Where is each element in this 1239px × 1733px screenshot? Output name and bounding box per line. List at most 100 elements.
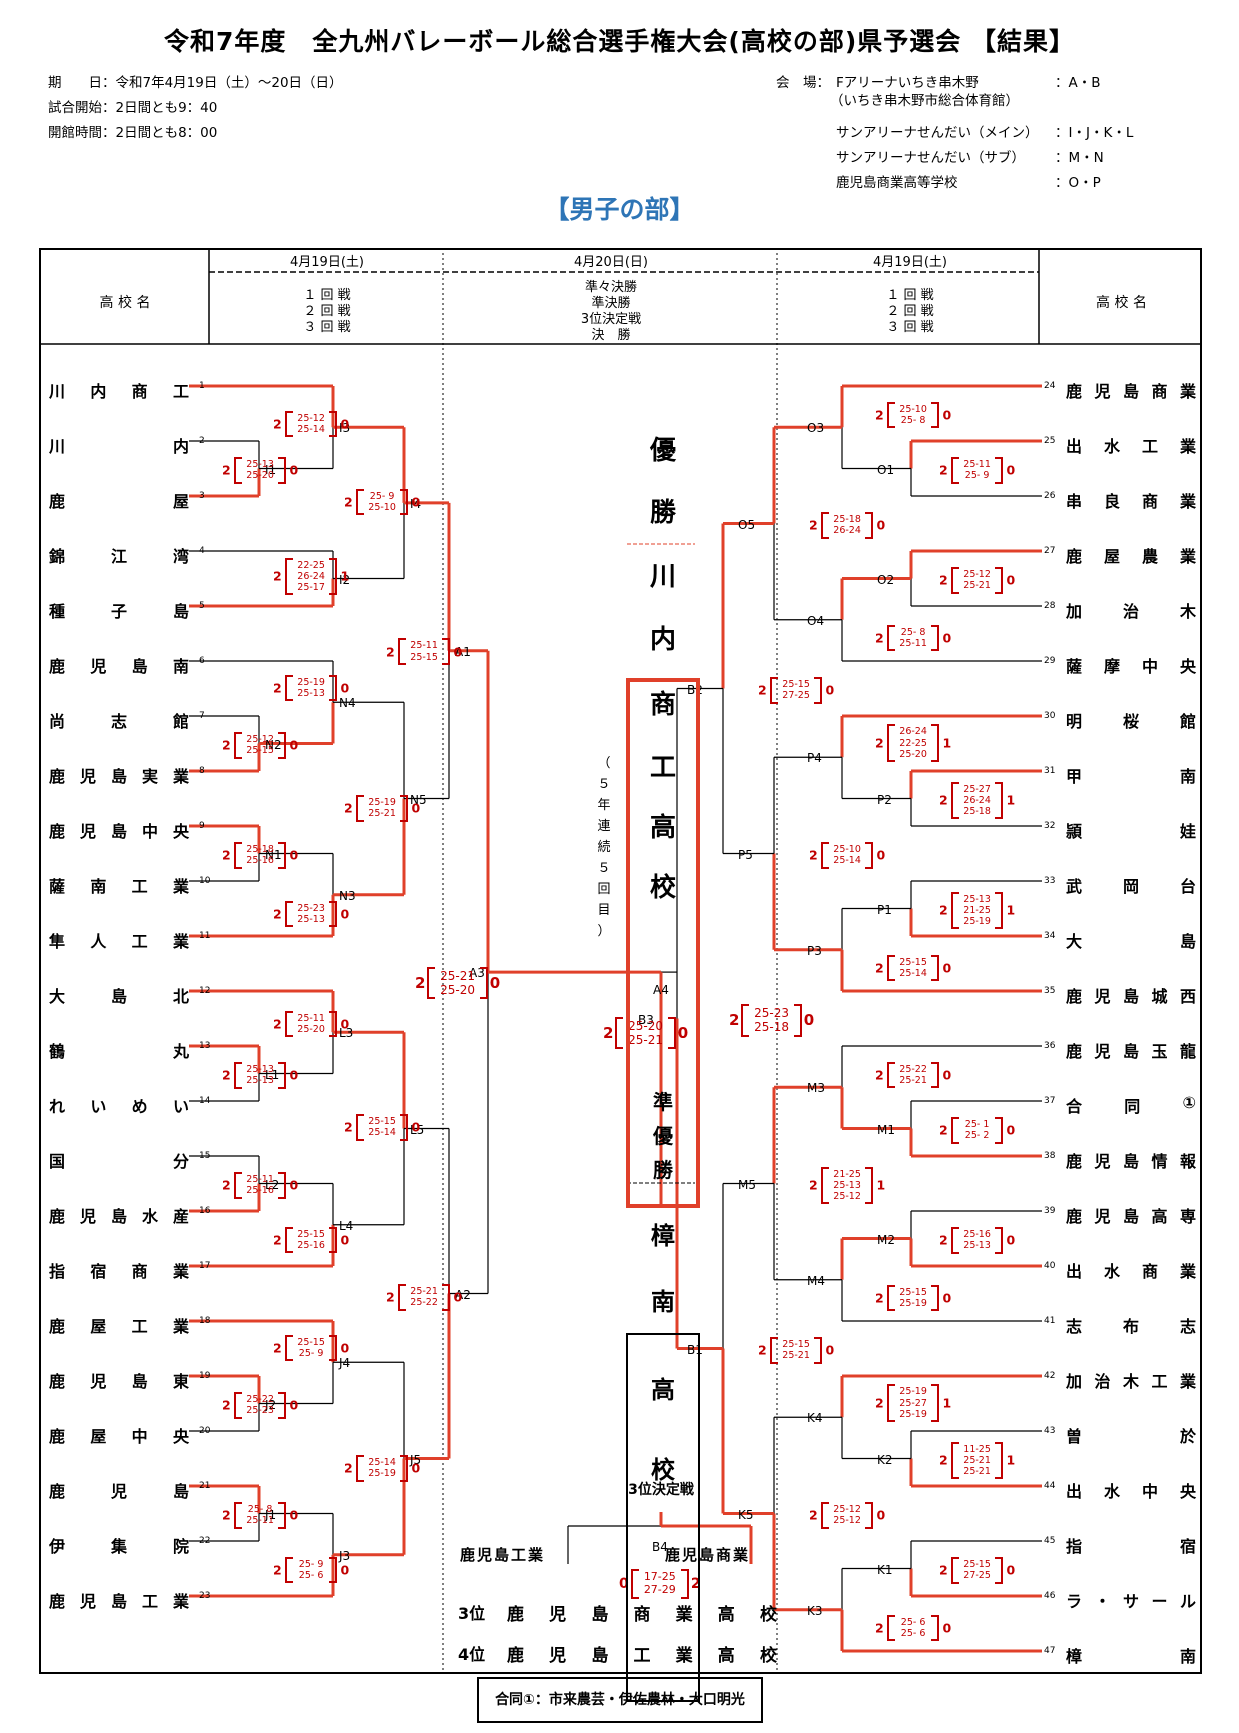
set-score: 25-13	[246, 1075, 274, 1087]
sets-won: 2	[939, 462, 948, 478]
school-name-right: 頴娃	[1066, 818, 1196, 842]
champion-char: 川	[649, 562, 676, 592]
round-label-J4: J4	[339, 1356, 351, 1371]
division-title: 【男子の部】	[544, 195, 695, 224]
sets-lost: 0	[825, 1342, 835, 1358]
bracket-right	[278, 1172, 287, 1199]
school-char: 伊	[49, 1537, 66, 1556]
sets-lost: 0	[289, 1507, 299, 1523]
seed-number-left: 16	[199, 1206, 211, 1216]
school-char: 院	[172, 1537, 189, 1556]
round-label-J1: J1	[265, 1507, 277, 1522]
set-score: 25-27	[899, 1397, 927, 1409]
result-school: 鹿児島商業高校	[507, 1600, 777, 1625]
school-char: 大	[1066, 932, 1083, 951]
set-score: 21-25	[833, 1168, 861, 1180]
school-name-right: ラ・サール	[1066, 1588, 1196, 1612]
school-char: 島	[1179, 932, 1196, 951]
sets-won: 2	[875, 1620, 884, 1636]
set-score: 25-21	[782, 1350, 810, 1362]
sets-lost: 0	[289, 1177, 299, 1193]
sets-lost: 0	[289, 1397, 299, 1413]
bracket-left	[398, 638, 406, 665]
school-char: 宿	[1179, 1537, 1196, 1556]
seed-number-left: 18	[199, 1316, 211, 1326]
school-char: ラ	[1066, 1592, 1083, 1611]
set-score: 25-12	[963, 569, 991, 581]
school-name-left: 鹿児島実業	[49, 763, 189, 787]
set-score: 25-21	[440, 968, 476, 983]
sets-lost: 0	[942, 407, 952, 423]
school-char: 島	[172, 1482, 189, 1501]
school-name-right: 鹿児島玉龍	[1066, 1038, 1196, 1062]
school-char: 実	[141, 767, 158, 786]
sets-won: 2	[273, 568, 282, 584]
seed-number-left: 3	[199, 491, 205, 501]
school-char: 鹿	[49, 822, 66, 841]
school-char: 鹿	[1066, 1207, 1083, 1226]
sets-won: 2	[939, 572, 948, 588]
sets-won: 2	[273, 1562, 282, 1578]
sets-lost: 0	[289, 462, 299, 478]
school-char: 甲	[1066, 767, 1083, 786]
round-label-J5: J5	[410, 1452, 422, 1467]
sets-won: 2	[415, 974, 426, 993]
school-char: 曽	[1066, 1427, 1083, 1446]
school-char: 島	[110, 1592, 127, 1611]
bracket-right	[442, 1284, 451, 1311]
school-name-right: 鹿児島商業	[1066, 378, 1196, 402]
champion-char: 校	[649, 873, 676, 903]
school-char: 良	[1103, 492, 1120, 511]
venue-courts: ：I・J・K・L	[1055, 125, 1134, 141]
school-name-right: 出水工業	[1066, 433, 1196, 457]
round-label-J2: J2	[265, 1397, 277, 1412]
school-name-left: 伊集院	[49, 1533, 189, 1557]
seed-number-left: 13	[199, 1041, 211, 1051]
set-score: 25- 8	[900, 626, 926, 638]
bracket-left	[741, 1004, 749, 1037]
dates-info: 期 日：令和7年4月19日（土）～20日（日）	[48, 75, 343, 91]
seed-number-left: 21	[199, 1481, 211, 1491]
champion-char: 内	[649, 625, 676, 655]
sets-lost: 0	[876, 1507, 886, 1523]
result-rank: 3位	[458, 1604, 486, 1623]
bracket-right	[931, 1062, 940, 1089]
school-char: 桜	[1122, 712, 1139, 731]
round-label-K3: K3	[807, 1603, 823, 1618]
bracket-left	[285, 1335, 293, 1362]
bracket-left	[951, 1441, 959, 1480]
result-char: 業	[675, 1646, 693, 1666]
school-header-left: 高 校 名	[99, 295, 151, 311]
set-score: 25-21	[899, 1075, 927, 1087]
set-score: 25-20	[246, 470, 274, 482]
set-score: 25-23	[246, 1405, 274, 1417]
champion-box	[626, 678, 700, 1208]
sets-lost: 0	[289, 737, 299, 753]
bracket-frame: 高 校 名 4月19日(土) 4月20日(日) 4月19日(土) １ 回 戦 ２…	[39, 248, 1202, 1702]
school-char: 人	[90, 932, 107, 951]
bracket-left	[285, 1011, 293, 1038]
set-score: 25-15	[782, 1339, 810, 1351]
bracket-right	[400, 1455, 409, 1482]
bracket-right	[400, 795, 409, 822]
set-score: 25-10	[368, 501, 396, 513]
school-char: 台	[1179, 877, 1196, 896]
set-score: 25-11	[246, 1174, 274, 1186]
school-name-left: 錦江湾	[49, 543, 189, 567]
set-score: 25-19	[368, 1468, 396, 1480]
seed-number-left: 12	[199, 986, 211, 996]
seed-number-left: 15	[199, 1151, 211, 1161]
school-name-left: 川内商工	[49, 378, 189, 402]
bracket-left	[887, 624, 895, 651]
sets-won: 2	[875, 735, 884, 751]
seed-number-right: 47	[1044, 1646, 1056, 1656]
